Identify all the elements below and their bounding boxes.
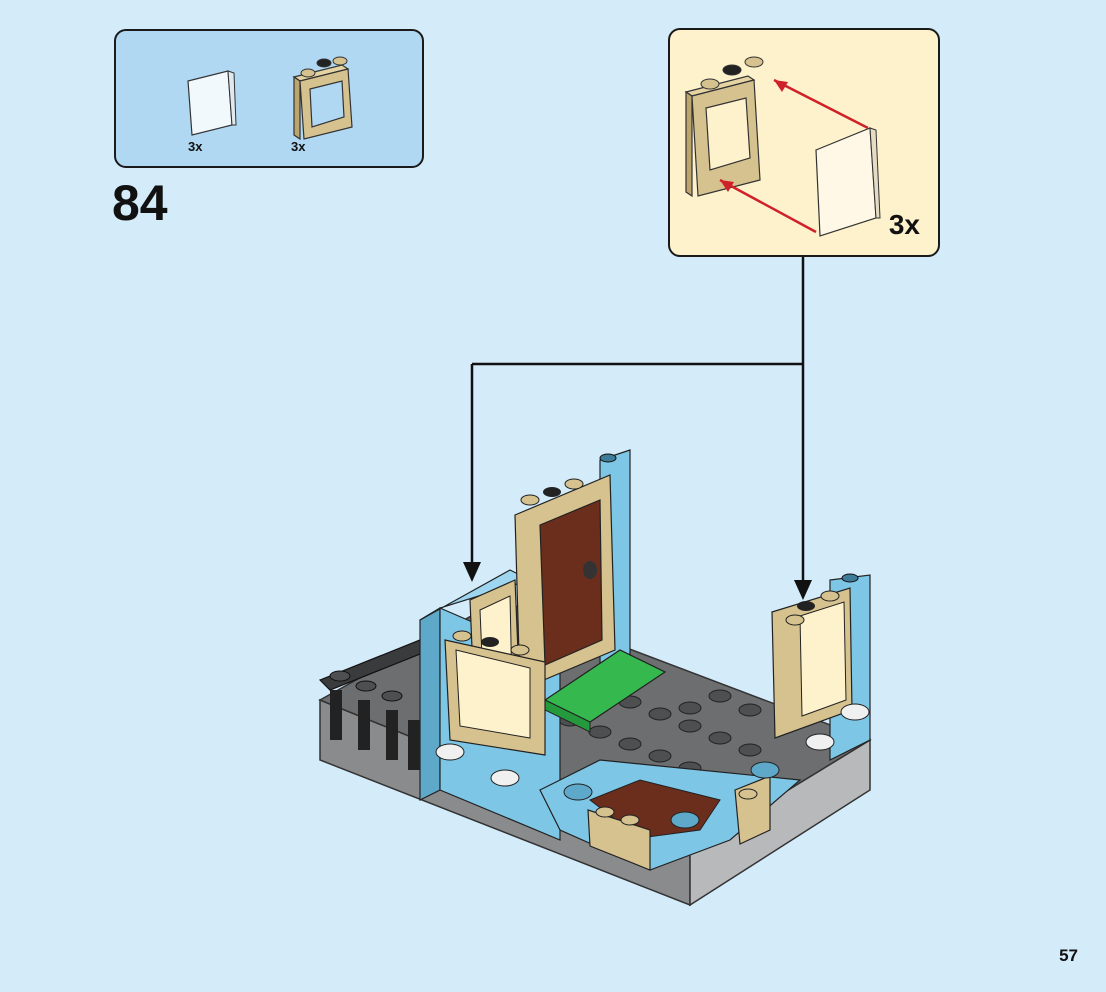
parts-list-callout: 3x 3x [114, 29, 424, 168]
subassembly-qty: 3x [888, 209, 920, 240]
window-assembly-diagram [684, 56, 881, 237]
step-number: 84 [112, 175, 168, 231]
subassembly-callout: 3x [668, 28, 940, 257]
window-frame-part [292, 56, 353, 141]
front-edge [435, 703, 870, 871]
page-number: 57 [1059, 946, 1078, 965]
placement-arrows [463, 257, 812, 600]
right-window [771, 587, 853, 739]
glass-pane-part [187, 70, 237, 136]
glass-pane-qty: 3x [188, 139, 203, 154]
door [514, 474, 616, 691]
left-window-front [444, 630, 546, 756]
window-frame-qty: 3x [291, 139, 306, 154]
fence [318, 639, 432, 770]
